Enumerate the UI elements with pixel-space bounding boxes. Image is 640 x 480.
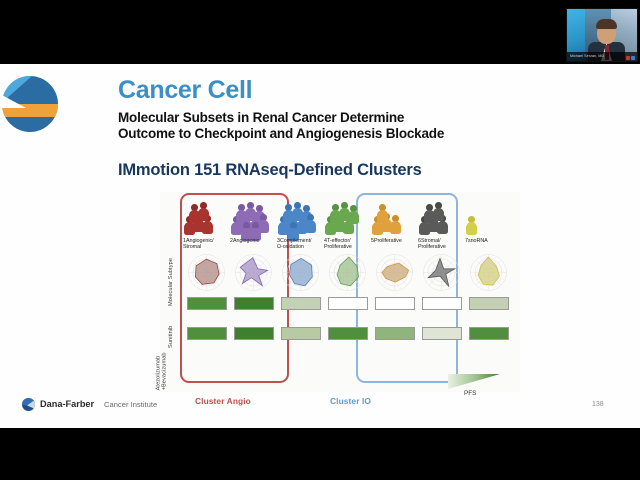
row-label-sunitinib: Sunitinib	[168, 325, 174, 348]
cancer-cell-logo-icon	[0, 76, 58, 132]
dana-farber-logo-icon	[22, 398, 35, 411]
pfs-heat-bar-sunitinib	[327, 297, 368, 310]
webcam-background-left	[567, 9, 585, 61]
presentation-slide: Cancer Cell Molecular Subsets in Renal C…	[0, 64, 640, 428]
person-icon	[330, 204, 341, 223]
letterbox-bottom	[0, 428, 640, 480]
cluster-people-icon	[325, 198, 369, 236]
presenter-hair	[596, 19, 617, 29]
pfs-heat-bar-atezolizumab-bevacizumab	[280, 327, 321, 340]
cluster-name-label: 7snoRNA	[465, 238, 488, 244]
cluster-column-5: 5Proliferative	[371, 194, 416, 380]
cluster-angio-bracket	[180, 193, 289, 383]
row-label-atezolizumab-bevacizumab: Atezolizumab+Bevacizumab	[155, 352, 168, 391]
person-icon	[390, 215, 401, 234]
person-icon	[245, 202, 256, 221]
cluster-name-label: 1Angiogenic/Stromal	[183, 238, 214, 251]
person-icon	[301, 205, 312, 224]
journal-name: Cancer Cell	[118, 76, 253, 104]
person-icon	[433, 202, 444, 221]
cluster-columns: 1Angiogenic/Stromal 2Angiogenic 3Complemen…	[183, 194, 516, 380]
cluster-column-4: 4T-effector/Proliferative	[324, 194, 369, 380]
person-icon	[466, 216, 477, 235]
person-icon	[348, 205, 359, 224]
pfs-heat-bar-sunitinib	[421, 297, 462, 310]
letterbox-top	[0, 0, 640, 64]
pfs-legend: PFS	[448, 374, 500, 402]
pfs-heat-bar-sunitinib	[468, 297, 509, 310]
pfs-heat-bar-sunitinib	[186, 297, 227, 310]
cluster-name-label: 6Stromal/Proliferative	[418, 238, 446, 251]
presenter-name-bar: Michael Serzan, MD	[567, 52, 637, 61]
video-icon	[631, 55, 635, 60]
cluster-people-icon	[372, 198, 416, 236]
pfs-heat-bar-atezolizumab-bevacizumab	[468, 327, 509, 340]
cluster-people-icon	[466, 198, 510, 236]
pfs-gradient-triangle	[448, 374, 500, 389]
person-icon	[283, 204, 294, 223]
person-icon	[189, 204, 200, 223]
cluster-column-6: 6Stromal/Proliferative	[418, 194, 463, 380]
cluster-name-label: 2Angiogenic	[230, 238, 260, 244]
person-icon	[377, 204, 388, 223]
person-icon	[424, 204, 435, 223]
article-title-line-0: Molecular Subsets in Renal Cancer Determ…	[118, 110, 405, 125]
pfs-heat-bar-atezolizumab-bevacizumab	[421, 327, 462, 340]
cluster-people-icon	[278, 198, 322, 241]
slide-title: IMmotion 151 RNAseq-Defined Clusters	[118, 161, 422, 179]
cluster-angio-label: Cluster Angio	[195, 396, 251, 406]
institution-subtitle: Cancer Institute	[104, 400, 158, 409]
article-title: Molecular Subsets in Renal Cancer Determ…	[118, 110, 558, 141]
pfs-heat-bar-atezolizumab-bevacizumab	[233, 327, 274, 340]
cluster-name-label: 5Proliferative	[371, 238, 402, 244]
person-icon	[339, 202, 350, 221]
cluster-people-icon	[184, 198, 228, 236]
figure-panel: 1Angiogenic/Stromal 2Angiogenic 3Complemen…	[156, 192, 520, 392]
cluster-name-label: 3Complement/Ω-oxidation	[277, 238, 312, 251]
presenter-webcam-thumbnail[interactable]: Michael Serzan, MD	[566, 8, 638, 62]
slide-page-number: 138	[592, 401, 604, 408]
mic-muted-icon	[625, 55, 630, 60]
cluster-io-label: Cluster IO	[330, 396, 372, 406]
cluster-name-label: 4T-effector/Proliferative	[324, 238, 352, 251]
webcam-status-icons	[625, 55, 635, 60]
pfs-heat-bar-sunitinib	[374, 297, 415, 310]
cluster-column-7: 7snoRNA	[465, 194, 510, 380]
cluster-radar-plot	[188, 254, 225, 291]
person-icon	[288, 222, 299, 241]
cluster-column-3: 3Complement/Ω-oxidation	[277, 194, 322, 380]
pfs-heat-bar-atezolizumab-bevacizumab	[374, 327, 415, 340]
pfs-legend-label: PFS	[464, 390, 477, 397]
cluster-radar-plot	[235, 254, 272, 291]
cluster-column-1: 1Angiogenic/Stromal	[183, 194, 228, 380]
institution-name: Dana-Farber	[40, 399, 95, 409]
person-icon	[236, 204, 247, 223]
pfs-heat-bar-sunitinib	[280, 297, 321, 310]
cluster-people-icon	[231, 198, 275, 241]
person-icon	[258, 214, 269, 233]
pfs-heat-bar-atezolizumab-bevacizumab	[186, 327, 227, 340]
person-icon	[241, 222, 252, 241]
person-icon	[292, 202, 303, 221]
person-icon	[198, 202, 209, 221]
cluster-radar-plot	[282, 254, 319, 291]
cluster-radar-plot	[329, 254, 366, 291]
cluster-radar-plot	[470, 254, 507, 291]
article-title-line-1: Outcome to Checkpoint and Angiogenesis B…	[118, 125, 445, 141]
cluster-people-icon	[419, 198, 463, 236]
cluster-radar-plot	[423, 254, 460, 291]
pfs-heat-bar-sunitinib	[233, 297, 274, 310]
pfs-heat-bar-atezolizumab-bevacizumab	[327, 327, 368, 340]
row-label-molecular-subtype: Molecular Subtype	[168, 257, 174, 306]
presenter-name-label: Michael Serzan, MD	[570, 54, 605, 58]
person-icon	[254, 205, 265, 224]
person-icon	[250, 222, 261, 241]
person-icon	[305, 214, 316, 233]
cluster-column-2: 2Angiogenic	[230, 194, 275, 380]
cluster-radar-plot	[376, 254, 413, 291]
